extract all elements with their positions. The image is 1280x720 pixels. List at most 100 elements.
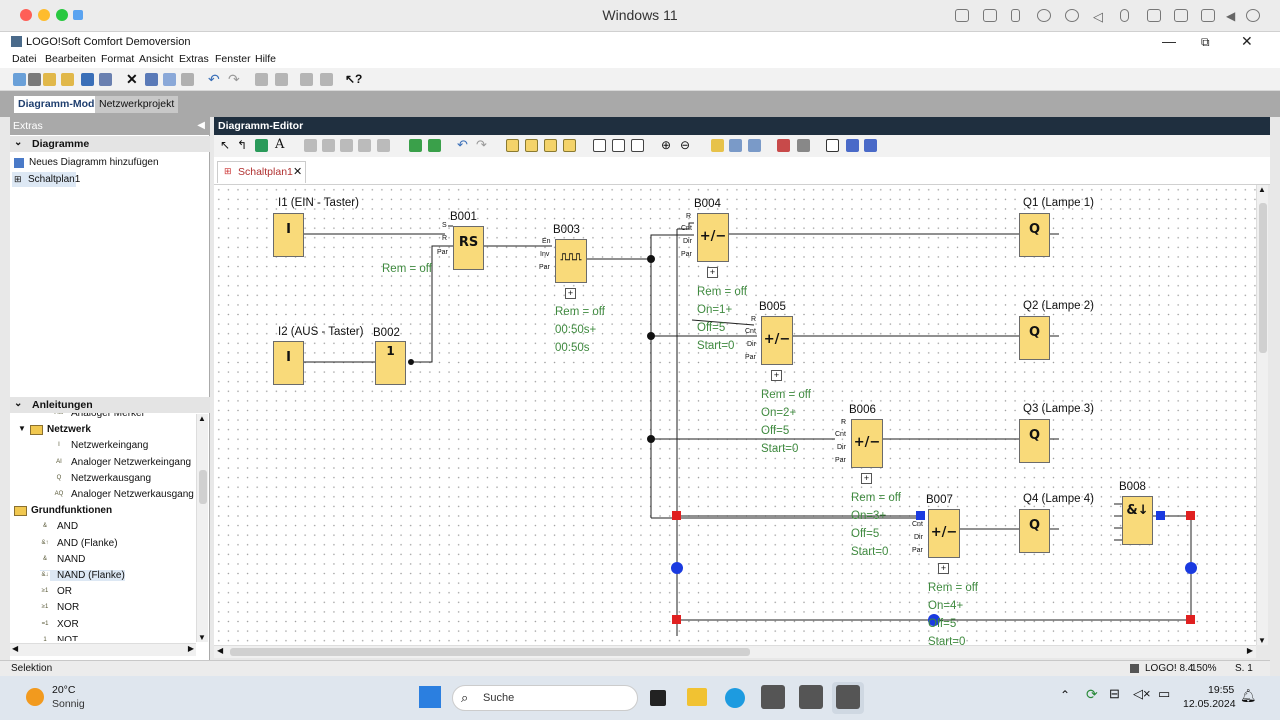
scroll-right-icon[interactable]: ▶ <box>187 644 194 653</box>
minimize-window-dot[interactable] <box>38 9 50 21</box>
view-triple-icon[interactable] <box>631 139 644 152</box>
align-icon[interactable] <box>255 73 268 86</box>
l-icon[interactable] <box>563 139 576 152</box>
paste-icon[interactable] <box>181 73 194 86</box>
scroll-right-icon[interactable]: ▶ <box>1246 646 1253 655</box>
text-tool-icon[interactable]: A <box>275 137 285 152</box>
handle[interactable] <box>1185 562 1197 574</box>
expand-b005-button[interactable]: + <box>771 370 782 381</box>
scroll-up-icon[interactable]: ▲ <box>198 414 206 423</box>
transfer2-icon[interactable] <box>320 73 333 86</box>
search-box[interactable]: ⌕ Suche <box>452 685 638 711</box>
scroll-up-icon[interactable]: ▲ <box>1258 185 1266 194</box>
handle[interactable] <box>672 615 681 624</box>
handle[interactable] <box>916 511 925 520</box>
transfer-pc-plc-icon[interactable] <box>846 139 859 152</box>
gf-icon[interactable] <box>525 139 538 152</box>
output-q1-block[interactable]: Q <box>1019 213 1050 257</box>
plan-item[interactable]: ⊞ Schaltplan1 <box>12 172 80 187</box>
tab-diagram-mode[interactable]: Diagramm-Modus <box>14 96 111 113</box>
expand-toggle-icon[interactable]: ▼ <box>18 424 26 434</box>
constants-tool-icon[interactable] <box>255 139 268 152</box>
editor-redo-icon[interactable]: ↷ <box>476 137 487 152</box>
weather-temp[interactable]: 20°C <box>52 684 76 696</box>
scroll-down-icon[interactable]: ▼ <box>198 633 206 642</box>
expand-b006-button[interactable]: + <box>861 473 872 484</box>
tray-chevron-icon[interactable]: ⌃ <box>1060 688 1071 702</box>
clock-date[interactable]: 12.05.2024 <box>1183 698 1236 710</box>
menu-extras[interactable]: Extras <box>179 53 209 65</box>
tree-item-nand[interactable]: &NAND <box>40 554 85 565</box>
undo-icon[interactable]: ↶ <box>208 71 220 87</box>
weather-sun-icon[interactable] <box>26 688 44 706</box>
new-icon[interactable] <box>13 73 26 86</box>
output-q4-block[interactable]: Q <box>1019 509 1050 553</box>
tree-hscrollbar[interactable]: ◀ ▶ <box>10 643 196 656</box>
close-button[interactable]: ✕ <box>1241 33 1253 49</box>
view-split-icon[interactable] <box>612 139 625 152</box>
transfer-icon[interactable] <box>300 73 313 86</box>
align-center-icon[interactable] <box>322 139 335 152</box>
online-test-icon[interactable] <box>797 139 810 152</box>
transfer-down-icon[interactable] <box>826 139 839 152</box>
chevron-down-icon[interactable]: ⌄ <box>14 398 23 409</box>
task-view-icon[interactable] <box>650 690 666 706</box>
counter-block-b004[interactable]: +/− <box>697 213 729 262</box>
tree-item-netzwerk[interactable]: ▼Netzwerk <box>18 424 91 436</box>
instructions-section-header[interactable]: ⌄ Anleitungen <box>10 397 210 413</box>
tree-item-and[interactable]: &AND <box>40 521 78 533</box>
counter-block-b006[interactable]: +/− <box>851 419 883 468</box>
co-icon[interactable] <box>506 139 519 152</box>
menu-fenster[interactable]: Fenster <box>215 53 251 65</box>
logo-app-1-icon[interactable] <box>761 685 785 709</box>
new-menu-icon[interactable] <box>28 73 41 86</box>
speaker-icon[interactable]: ◁ <box>1093 9 1103 24</box>
zoom-window-dot[interactable] <box>56 9 68 21</box>
save-icon[interactable] <box>81 73 94 86</box>
usb-icon[interactable] <box>1011 9 1020 22</box>
align-top-icon[interactable] <box>340 139 353 152</box>
drive-icon[interactable] <box>1147 9 1161 22</box>
clock-time[interactable]: 19:55 <box>1208 684 1235 696</box>
delete-icon[interactable]: ✕ <box>126 71 138 87</box>
output-q2-block[interactable]: Q <box>1019 316 1050 360</box>
pen-icon[interactable] <box>711 139 724 152</box>
start-windows-icon[interactable] <box>419 686 441 708</box>
editor-undo-icon[interactable]: ↶ <box>457 137 468 152</box>
volume-icon[interactable]: ◁× <box>1133 686 1151 701</box>
menu-datei[interactable]: Datei <box>12 53 37 65</box>
folder-share-icon[interactable] <box>1201 9 1215 22</box>
scroll-left-icon[interactable]: ◀ <box>12 644 19 653</box>
handle[interactable] <box>1186 615 1195 624</box>
tree-scroll-thumb[interactable] <box>199 470 207 504</box>
help-pointer-icon[interactable]: ↖? <box>345 72 363 86</box>
weather-text[interactable]: Sonnig <box>52 698 85 710</box>
zoom-out-icon[interactable]: ⊖ <box>680 138 691 152</box>
open-folder-icon[interactable] <box>61 73 74 86</box>
handle[interactable] <box>671 562 683 574</box>
editor-vscroll-thumb[interactable] <box>1259 203 1267 353</box>
timer-block-b003[interactable]: ⎍⎍⎍ <box>555 239 587 283</box>
handle[interactable] <box>928 614 940 626</box>
network-icon[interactable]: ⊟ <box>1109 686 1120 701</box>
sharing-icon[interactable] <box>1037 9 1051 22</box>
view-single-icon[interactable] <box>593 139 606 152</box>
handle[interactable] <box>672 511 681 520</box>
tree-item-nand-flanke[interactable]: &↓NAND (Flanke) <box>40 570 125 581</box>
rs-block-b001[interactable]: RS <box>453 226 484 270</box>
bring-front-icon[interactable] <box>409 139 422 152</box>
notification-bell-icon[interactable]: 🔔︎ <box>1240 688 1257 703</box>
settings-gear-icon[interactable] <box>1246 9 1260 22</box>
close-window-dot[interactable] <box>20 9 32 21</box>
scroll-left-icon[interactable]: ◀ <box>217 646 224 655</box>
select-tool-icon[interactable]: ↖ <box>220 138 231 152</box>
logo-app-active[interactable] <box>832 682 864 714</box>
file-explorer-icon[interactable] <box>687 688 707 706</box>
copy-icon[interactable] <box>163 73 176 86</box>
editor-hscroll-thumb[interactable] <box>230 648 750 656</box>
globe-icon[interactable] <box>1065 9 1079 22</box>
